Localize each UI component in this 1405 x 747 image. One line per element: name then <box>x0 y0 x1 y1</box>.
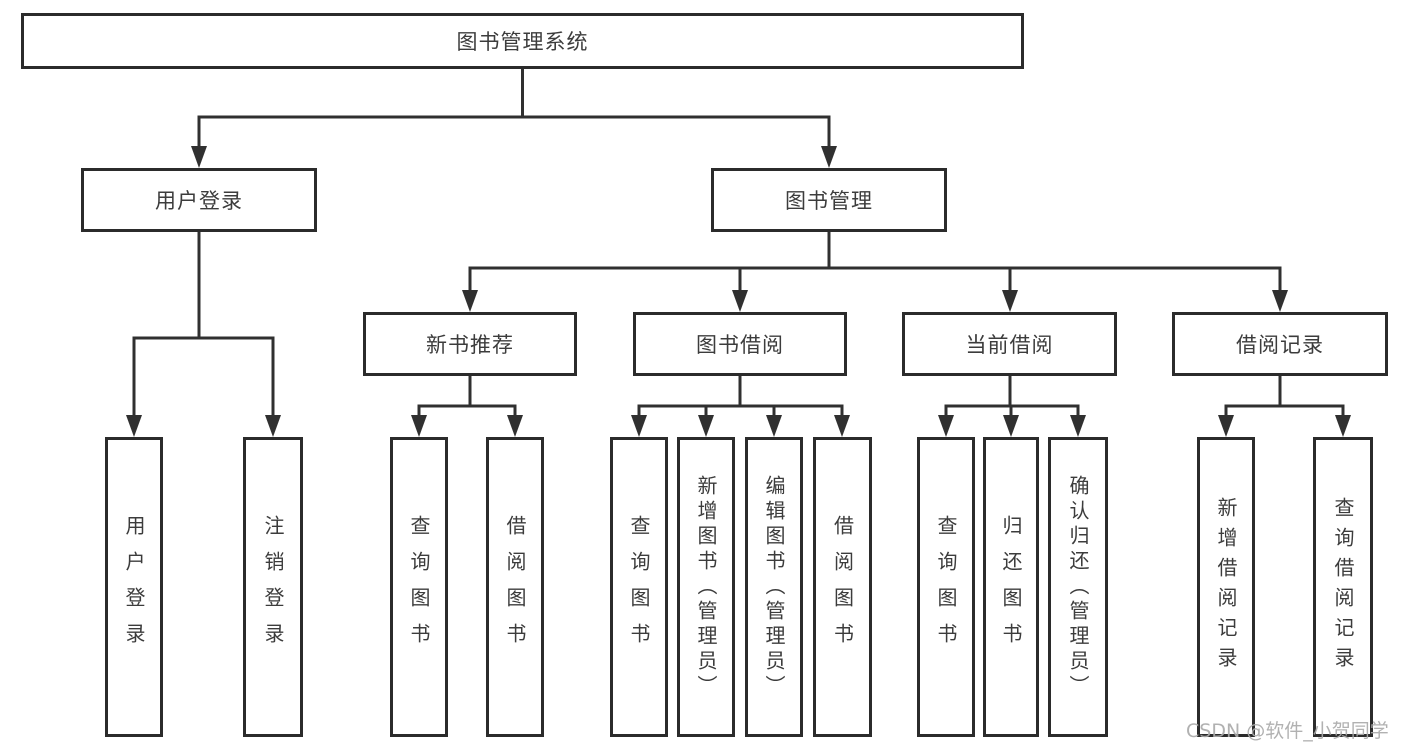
arrowhead-down-icon <box>631 415 647 437</box>
leaf-add-book-admin: 新增图书（管理员） <box>677 437 735 737</box>
node-book-management: 图书管理 <box>711 168 947 232</box>
leaf-return-book: 归还图书 <box>983 437 1039 737</box>
leaf-query-books-current: 查询图书 <box>917 437 975 737</box>
arrowhead-down-icon <box>126 415 142 437</box>
connector-borrow-record-branch <box>1218 376 1351 437</box>
connector-root-branch <box>191 69 837 168</box>
arrowhead-down-icon <box>698 415 714 437</box>
leaf-logout: 注销登录 <box>243 437 303 737</box>
connector-book-management-branch <box>462 232 1288 312</box>
arrowhead-down-icon <box>507 415 523 437</box>
connector-user-login-branch <box>126 232 281 437</box>
leaf-add-borrow-record: 新增借阅记录 <box>1197 437 1255 737</box>
arrowhead-down-icon <box>191 146 207 168</box>
leaf-query-borrow-record: 查询借阅记录 <box>1313 437 1373 737</box>
leaf-query-books-borrow: 查询图书 <box>610 437 668 737</box>
leaf-borrow-books-recommend: 借阅图书 <box>486 437 544 737</box>
leaf-user-login: 用户登录 <box>105 437 163 737</box>
leaf-borrow-books: 借阅图书 <box>813 437 872 737</box>
connector-new-book-branch <box>411 376 523 437</box>
arrowhead-down-icon <box>1335 415 1351 437</box>
arrowhead-down-icon <box>766 415 782 437</box>
arrowhead-down-icon <box>834 415 850 437</box>
arrowhead-down-icon <box>1002 290 1018 312</box>
node-user-login: 用户登录 <box>81 168 317 232</box>
leaf-edit-book-admin: 编辑图书（管理员） <box>745 437 803 737</box>
node-current-borrow: 当前借阅 <box>902 312 1117 376</box>
arrowhead-down-icon <box>1003 415 1019 437</box>
arrowhead-down-icon <box>938 415 954 437</box>
leaf-confirm-return-admin: 确认归还（管理员） <box>1048 437 1108 737</box>
connector-current-borrow-branch <box>938 376 1086 437</box>
arrowhead-down-icon <box>462 290 478 312</box>
arrowhead-down-icon <box>411 415 427 437</box>
arrowhead-down-icon <box>1070 415 1086 437</box>
arrowhead-down-icon <box>1272 290 1288 312</box>
arrowhead-down-icon <box>732 290 748 312</box>
watermark: CSDN @软件_小贺同学 <box>1186 720 1389 742</box>
arrowhead-down-icon <box>1218 415 1234 437</box>
arrowhead-down-icon <box>265 415 281 437</box>
node-book-borrow: 图书借阅 <box>633 312 847 376</box>
node-new-book-recommend: 新书推荐 <box>363 312 577 376</box>
connector-book-borrow-branch <box>631 376 850 437</box>
arrowhead-down-icon <box>821 146 837 168</box>
node-root: 图书管理系统 <box>21 13 1024 69</box>
node-borrow-records: 借阅记录 <box>1172 312 1388 376</box>
leaf-query-books-recommend: 查询图书 <box>390 437 448 737</box>
